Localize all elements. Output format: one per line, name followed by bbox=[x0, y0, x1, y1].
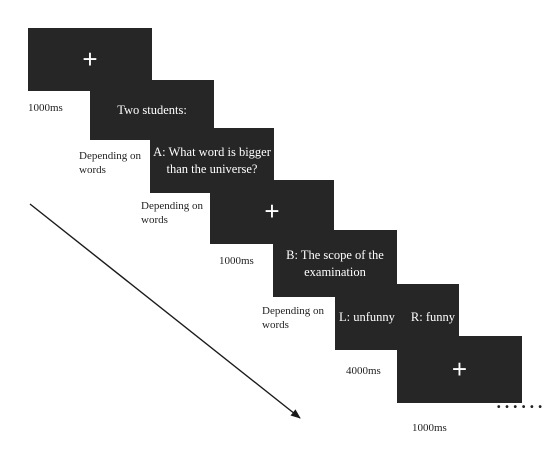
answer-line-2: examination bbox=[304, 264, 366, 279]
continuation-dots: • • • • • • bbox=[497, 402, 543, 413]
rating-left-label: L: unfunny bbox=[338, 309, 395, 324]
question-line-1: A: What word is bigger bbox=[153, 144, 271, 159]
fixation-cross-icon: + bbox=[264, 196, 280, 227]
fixation-cross-icon: + bbox=[82, 43, 98, 74]
fixation-screen-3: + bbox=[397, 336, 522, 403]
answer-line-1: B: The scope of the bbox=[286, 247, 384, 262]
context-text: Two students: bbox=[117, 102, 187, 117]
duration-label-6: 4000ms bbox=[346, 365, 381, 377]
duration-label-5: Depending on words bbox=[262, 305, 325, 332]
duration-label-2: Depending on words bbox=[79, 150, 142, 177]
duration-label-4: 1000ms bbox=[219, 255, 254, 267]
duration-label-7: 1000ms bbox=[412, 422, 447, 434]
rating-right-label: R: funny bbox=[410, 309, 455, 324]
question-line-2: than the universe? bbox=[166, 161, 258, 176]
fixation-cross-icon: + bbox=[451, 353, 468, 384]
duration-label-1: 1000ms bbox=[28, 102, 63, 114]
duration-label-3: Depending on words bbox=[141, 200, 204, 227]
